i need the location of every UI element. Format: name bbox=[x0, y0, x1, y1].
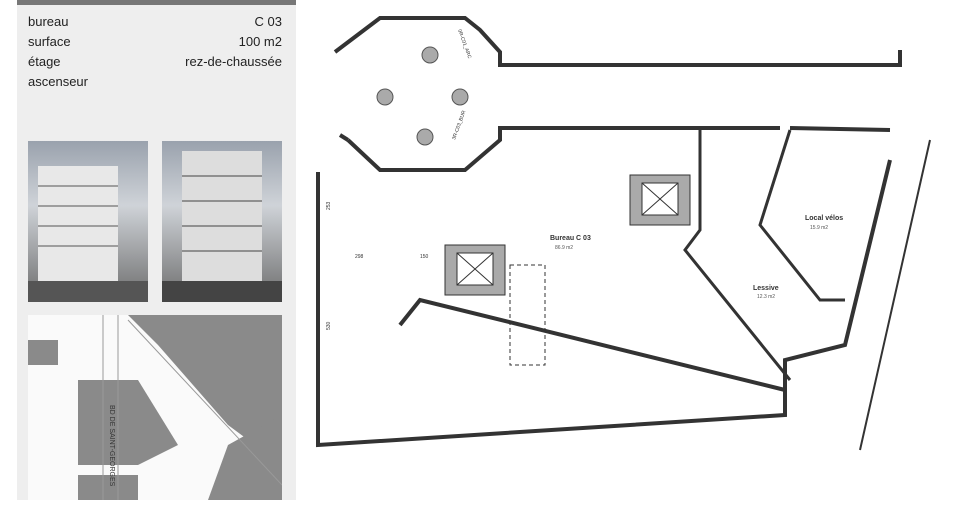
room-label-bureau: Bureau C 03 bbox=[550, 235, 591, 242]
floor-plan[interactable]: Bureau C 03 86.9 m2 Local vélos 15.9 m2 … bbox=[300, 0, 960, 500]
detail-value: rez-de-chaussée bbox=[185, 54, 282, 69]
header-bar bbox=[17, 0, 296, 5]
detail-label: surface bbox=[28, 34, 71, 49]
detail-row-surface: surface 100 m2 bbox=[28, 34, 282, 49]
room-area-velos: 15.9 m2 bbox=[810, 225, 828, 231]
detail-row-bureau: bureau C 03 bbox=[28, 14, 282, 29]
dimension: 150 bbox=[420, 254, 429, 260]
tag-bur: 3R-C03_BUR bbox=[451, 110, 467, 141]
building-photo-1[interactable] bbox=[28, 141, 148, 302]
room-area-bureau: 86.9 m2 bbox=[555, 245, 573, 251]
detail-label: étage bbox=[28, 54, 61, 69]
tag-arc: 0R-C01_ARC bbox=[456, 29, 472, 60]
detail-row-ascenseur: ascenseur bbox=[28, 74, 282, 89]
dimension: 298 bbox=[355, 254, 364, 260]
room-label-lessive: Lessive bbox=[753, 285, 779, 292]
street-label: BD DE SAINT-GEORGES bbox=[108, 405, 115, 487]
dimension: 253 bbox=[326, 201, 332, 210]
detail-row-etage: étage rez-de-chaussée bbox=[28, 54, 282, 69]
room-area-lessive: 12.3 m2 bbox=[757, 294, 775, 300]
detail-label: ascenseur bbox=[28, 74, 88, 89]
location-map[interactable]: BD DE SAINT-GEORGES bbox=[28, 315, 282, 500]
dimension: 530 bbox=[326, 321, 332, 330]
details-sidebar: bureau C 03 surface 100 m2 étage rez-de-cha… bbox=[17, 0, 296, 500]
detail-label: bureau bbox=[28, 14, 69, 29]
detail-value: 100 m2 bbox=[238, 34, 282, 49]
detail-value: C 03 bbox=[254, 14, 282, 29]
room-label-velos: Local vélos bbox=[805, 215, 843, 222]
building-photo-2[interactable] bbox=[162, 141, 282, 302]
